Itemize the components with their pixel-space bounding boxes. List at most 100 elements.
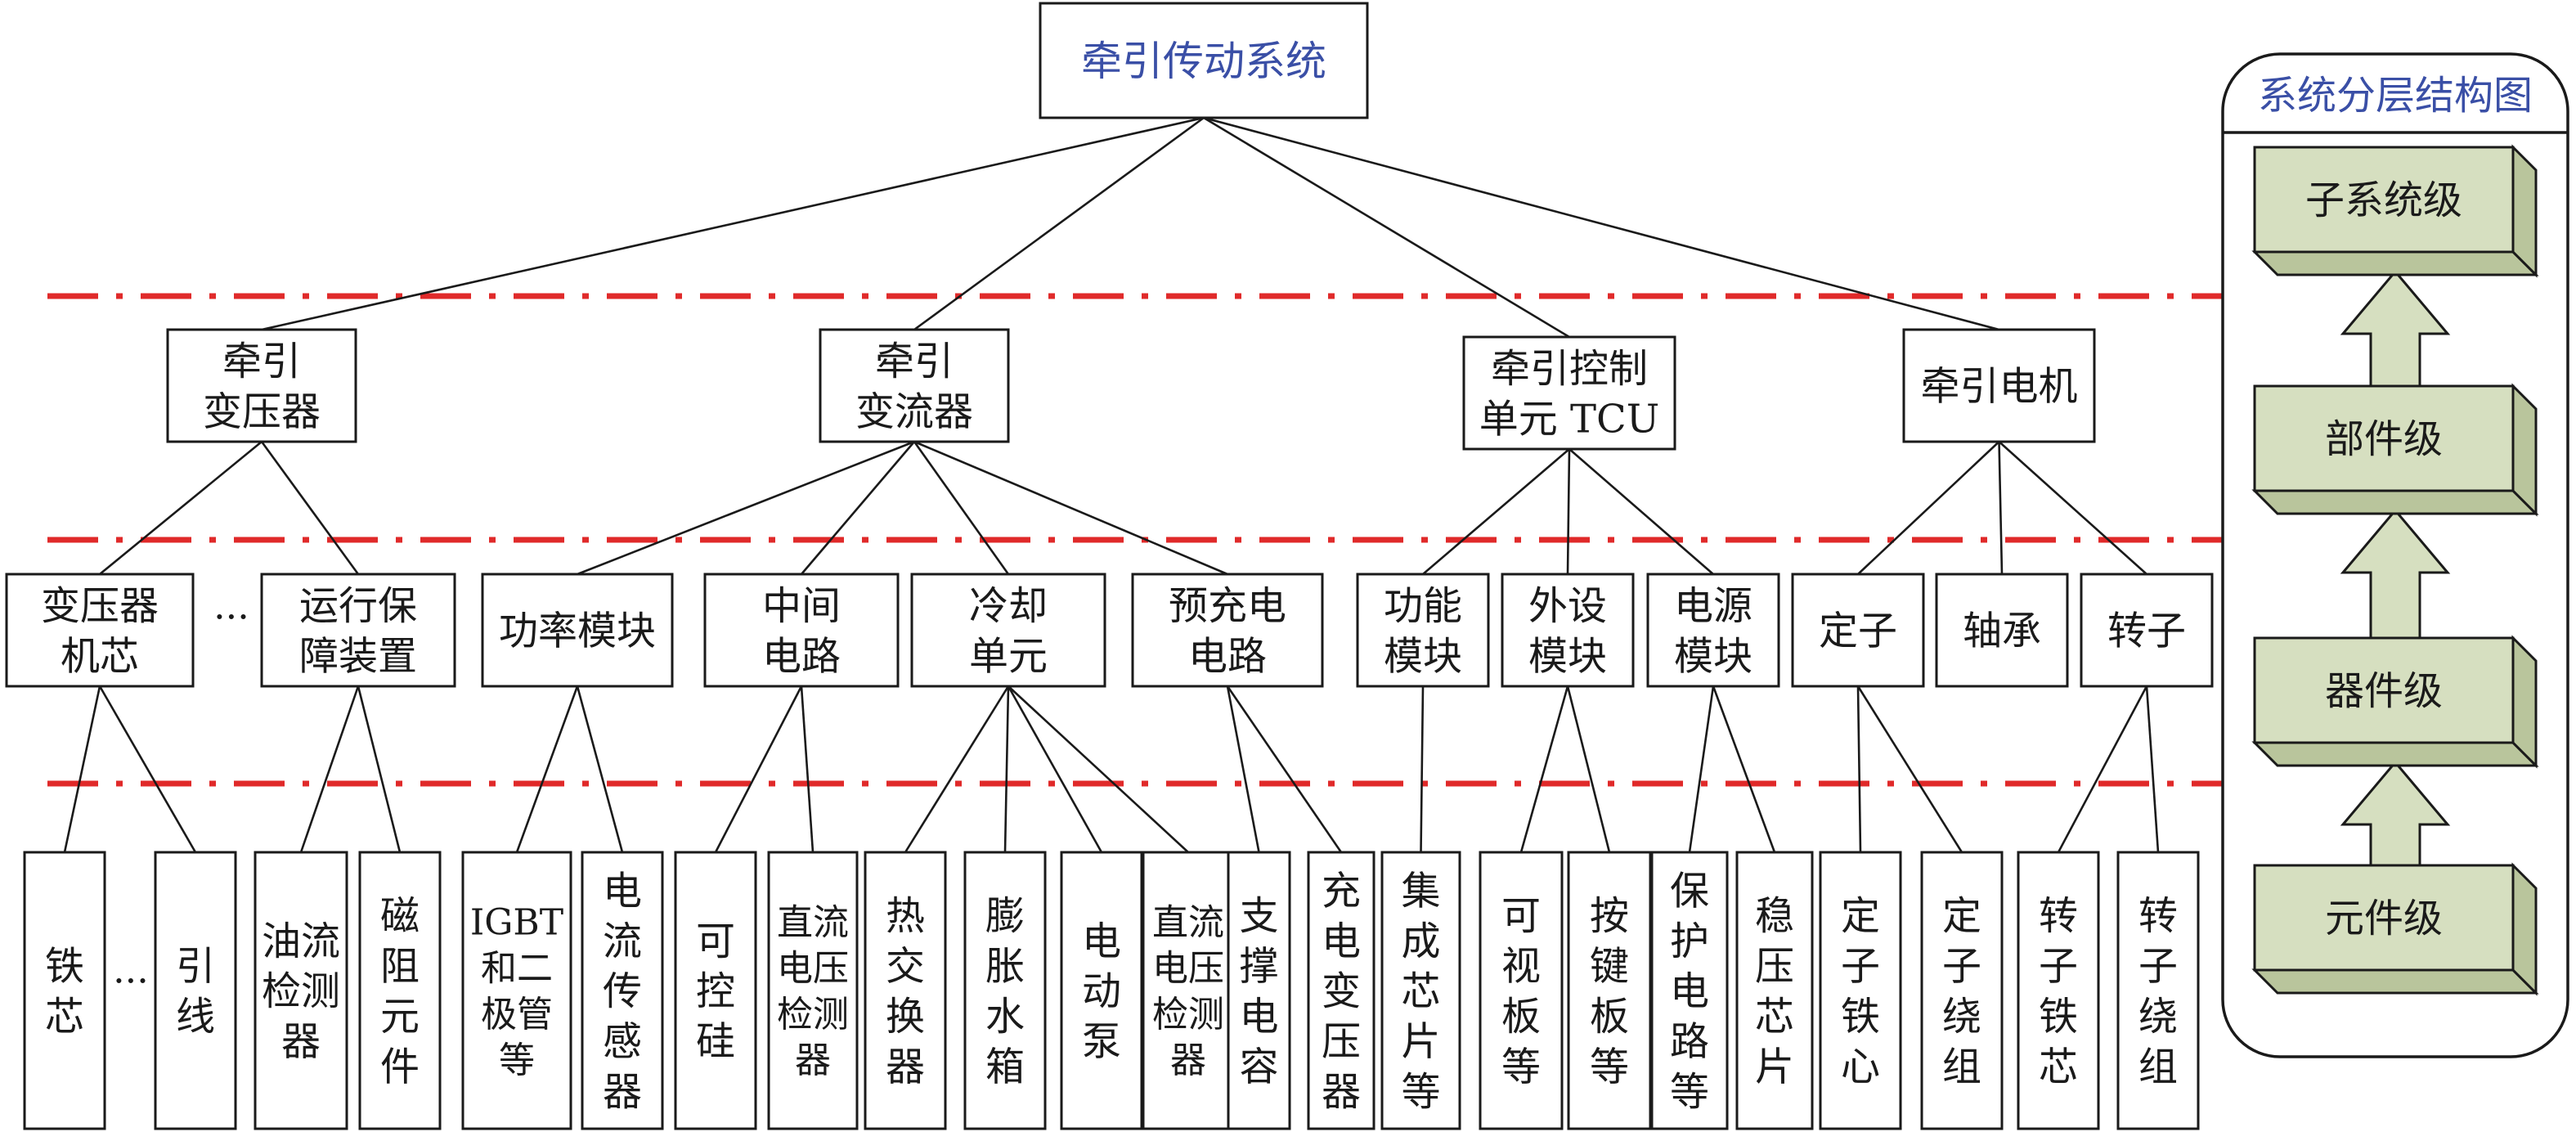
connector-to-component-7 bbox=[1422, 448, 1570, 575]
device-node-6-label-line-1: 电 bbox=[603, 868, 642, 914]
connector-to-device-8 bbox=[800, 685, 815, 853]
component-node-4 bbox=[703, 573, 900, 688]
device-node-11-label-line-2: 动 bbox=[1082, 968, 1121, 1014]
device-node-13 bbox=[1227, 851, 1291, 1130]
connector-root-to-subsystem-3 bbox=[1203, 116, 1570, 339]
component-node-6 bbox=[1131, 573, 1324, 688]
component-node-1-label-line-1: 变压器 bbox=[41, 583, 159, 629]
device-node-4-label-line-4: 件 bbox=[380, 1044, 420, 1089]
device-node-23-label-line-4: 组 bbox=[2138, 1044, 2178, 1089]
device-node-6-label-line-2: 流 bbox=[603, 919, 642, 964]
connector-to-device-16 bbox=[1519, 685, 1569, 853]
device-node-14-label-line-1: 充 bbox=[1322, 868, 1361, 914]
device-node-4-label-line-2: 阻 bbox=[380, 943, 420, 989]
device-node-15-label-line-2: 成 bbox=[1401, 919, 1440, 964]
device-node-11-label-line-1: 电 bbox=[1082, 919, 1121, 964]
device-node-21 bbox=[1920, 851, 2004, 1130]
connector-to-component-5 bbox=[913, 441, 1010, 575]
legend-level-block-1-side bbox=[2511, 144, 2538, 278]
component-node-8-label-line-1: 外设 bbox=[1528, 583, 1607, 629]
legend-level-block-4-label: 元件级 bbox=[2325, 896, 2443, 941]
device-node-5-label-line-3: 极管 bbox=[481, 994, 553, 1035]
device-node-22-label-line-4: 芯 bbox=[2039, 1044, 2078, 1089]
component-node-5-label-line-2: 单元 bbox=[969, 633, 1048, 679]
device-node-12-label-line-2: 电压 bbox=[1152, 948, 1224, 990]
connector-root-to-subsystem-1 bbox=[261, 116, 1205, 331]
device-node-6-label-line-3: 传 bbox=[603, 968, 642, 1014]
device-node-14-label-line-3: 变 bbox=[1322, 968, 1361, 1014]
legend-level-block-1-bottom bbox=[2251, 250, 2539, 276]
connector-to-device-21 bbox=[1856, 685, 1963, 853]
device-node-14-label-line-5: 器 bbox=[1322, 1069, 1361, 1115]
connector-to-component-4 bbox=[801, 441, 915, 575]
device-node-1-label-line-2: 芯 bbox=[45, 994, 84, 1040]
connector-to-device-23 bbox=[2145, 685, 2160, 853]
component-node-1 bbox=[5, 573, 195, 688]
tree-connectors bbox=[63, 116, 2160, 853]
device-node-15-label-line-1: 集 bbox=[1401, 868, 1440, 914]
connector-to-device-12 bbox=[1008, 685, 1189, 853]
subsystem-node-4 bbox=[1902, 328, 2096, 443]
device-node-4 bbox=[358, 851, 442, 1130]
component-node-7-label-line-2: 模块 bbox=[1384, 633, 1462, 679]
connector-to-component-2 bbox=[260, 441, 360, 575]
device-node-18 bbox=[1650, 851, 1729, 1130]
device-node-16 bbox=[1479, 851, 1564, 1130]
connector-to-component-10 bbox=[1857, 441, 2000, 575]
component-node-4-label-line-1: 中间 bbox=[762, 583, 841, 629]
connector-to-device-7 bbox=[714, 685, 803, 853]
device-node-7 bbox=[674, 851, 757, 1130]
device-node-3-label-line-2: 检测 bbox=[262, 968, 340, 1014]
device-node-8-label-line-4: 器 bbox=[795, 1040, 831, 1081]
connector-to-device-22 bbox=[2057, 685, 2148, 853]
device-node-14-label-line-2: 电 bbox=[1322, 919, 1361, 964]
subsystem-node-2-label-line-2: 变流器 bbox=[855, 389, 973, 434]
device-node-17 bbox=[1567, 851, 1652, 1130]
component-node-12-label-line-1: 转子 bbox=[2107, 609, 2186, 654]
device-node-5 bbox=[461, 851, 572, 1130]
connector-to-component-8 bbox=[1566, 448, 1571, 575]
component-node-5-label-line-1: 冷却 bbox=[969, 583, 1048, 629]
device-node-15-label-line-3: 芯 bbox=[1401, 968, 1440, 1014]
device-node-16-label-line-2: 视 bbox=[1501, 943, 1541, 989]
device-node-21-label-line-3: 绕 bbox=[1942, 994, 1981, 1040]
device-node-7-label-line-2: 控 bbox=[696, 968, 735, 1014]
device-node-2-label-line-1: 引 bbox=[176, 943, 215, 989]
device-node-20-label-line-2: 子 bbox=[1841, 943, 1880, 989]
component-node-2-label-line-2: 障装置 bbox=[299, 633, 417, 679]
device-node-10-label-line-3: 水 bbox=[985, 994, 1025, 1040]
device-node-21-label-line-2: 子 bbox=[1942, 943, 1981, 989]
device-node-11-label-line-3: 泵 bbox=[1082, 1019, 1121, 1065]
device-node-12-label-line-4: 器 bbox=[1170, 1040, 1206, 1081]
component-node-9-label-line-1: 电源 bbox=[1674, 583, 1752, 629]
device-node-22-label-line-2: 子 bbox=[2039, 943, 2078, 989]
device-node-10-label-line-2: 胀 bbox=[985, 943, 1025, 989]
device-node-3-label-line-3: 器 bbox=[281, 1019, 321, 1065]
device-node-18-label-line-4: 路 bbox=[1670, 1019, 1709, 1065]
legend-level-block-4-bottom bbox=[2251, 968, 2539, 995]
device-node-22-label-line-1: 转 bbox=[2039, 893, 2078, 939]
device-node-17-label-line-3: 板 bbox=[1590, 994, 1629, 1040]
component-node-9 bbox=[1646, 573, 1780, 688]
subsystem-node-3 bbox=[1462, 335, 1676, 451]
root-node-title-line-1: 牵引传动系统 bbox=[1081, 38, 1326, 85]
device-node-13-label-line-3: 电 bbox=[1239, 994, 1278, 1040]
connector-to-component-11 bbox=[1998, 441, 2004, 575]
component-node-3 bbox=[481, 573, 674, 688]
connector-root-to-subsystem-2 bbox=[913, 116, 1205, 331]
device-node-11 bbox=[1060, 851, 1143, 1130]
device-node-16-label-line-3: 板 bbox=[1501, 994, 1541, 1040]
device-node-20-label-line-1: 定 bbox=[1841, 893, 1880, 939]
device-node-1-label-line-1: 铁 bbox=[45, 943, 84, 989]
legend-level-block-4-front bbox=[2253, 864, 2515, 972]
device-node-12-label-line-3: 检测 bbox=[1152, 994, 1224, 1035]
device-node-10-label-line-1: 膨 bbox=[985, 893, 1025, 939]
device-node-20-label-line-4: 心 bbox=[1841, 1044, 1880, 1089]
device-node-1 bbox=[23, 851, 106, 1130]
connector-to-device-18 bbox=[1688, 685, 1715, 853]
subsystem-node-3-label-line-1: 牵引控制 bbox=[1491, 346, 1648, 392]
device-node-18-label-line-1: 保 bbox=[1670, 868, 1709, 914]
component-node-7 bbox=[1356, 573, 1490, 688]
